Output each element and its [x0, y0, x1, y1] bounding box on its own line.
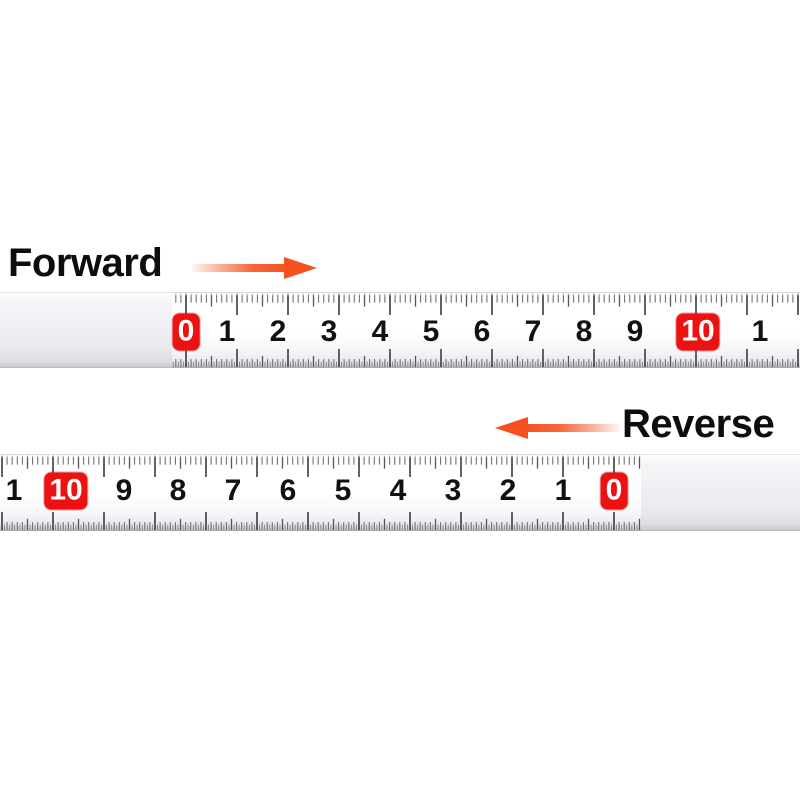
ruler-number: 3: [320, 315, 338, 348]
ruler-number: 8: [169, 474, 187, 507]
ticks-top-forward: [172, 293, 800, 315]
arrow-right-icon: [192, 248, 317, 288]
ruler-number: 1: [218, 315, 236, 348]
tape-blank-right: [641, 454, 800, 531]
ticks-bottom-forward: [172, 349, 800, 367]
ruler-number: 5: [334, 474, 352, 507]
ruler-number: 7: [224, 474, 242, 507]
ruler-number: 5: [422, 315, 440, 348]
ruler-number-highlight: 0: [172, 313, 200, 351]
ticks-bottom-reverse: [0, 512, 641, 530]
ruler-number: 6: [473, 315, 491, 348]
ruler-number: 9: [115, 474, 133, 507]
tape-scale-reverse: [0, 454, 641, 531]
ruler-number: 4: [389, 474, 407, 507]
ruler-number: 8: [575, 315, 593, 348]
ruler-number-highlight: 10: [44, 472, 88, 510]
ruler-number: 2: [269, 315, 287, 348]
ruler-number: 4: [371, 315, 389, 348]
ruler-number-highlight: 10: [676, 313, 720, 351]
ruler-number: 2: [499, 474, 517, 507]
ruler-number: 7: [524, 315, 542, 348]
ruler-number: 6: [279, 474, 297, 507]
ruler-number: 9: [626, 315, 644, 348]
ruler-number: 3: [444, 474, 462, 507]
ruler-number: 1: [5, 474, 23, 507]
ruler-number-highlight: 0: [600, 472, 628, 510]
ruler-number: 1: [751, 315, 769, 348]
forward-label: Forward: [8, 241, 163, 285]
ticks-top-reverse: [0, 455, 641, 477]
reverse-label: Reverse: [622, 402, 775, 446]
ruler-number: 1: [554, 474, 572, 507]
arrow-left-icon: [492, 408, 620, 448]
tape-blank-left: [0, 292, 172, 368]
